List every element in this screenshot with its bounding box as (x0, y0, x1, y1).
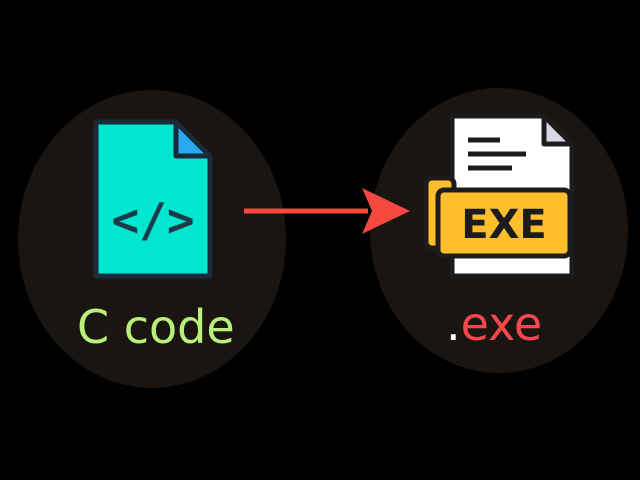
arrow-right-icon (244, 188, 410, 234)
code-file-icon: </> (93, 119, 213, 279)
source-label: C code (77, 300, 235, 354)
target-label-dot: . (446, 297, 461, 351)
target-label: .exe (446, 301, 542, 347)
exe-file-icon: EXE (423, 113, 575, 279)
target-label-text: exe (460, 297, 543, 351)
code-glyph: </> (111, 193, 194, 247)
exe-badge-text: EXE (461, 202, 547, 248)
